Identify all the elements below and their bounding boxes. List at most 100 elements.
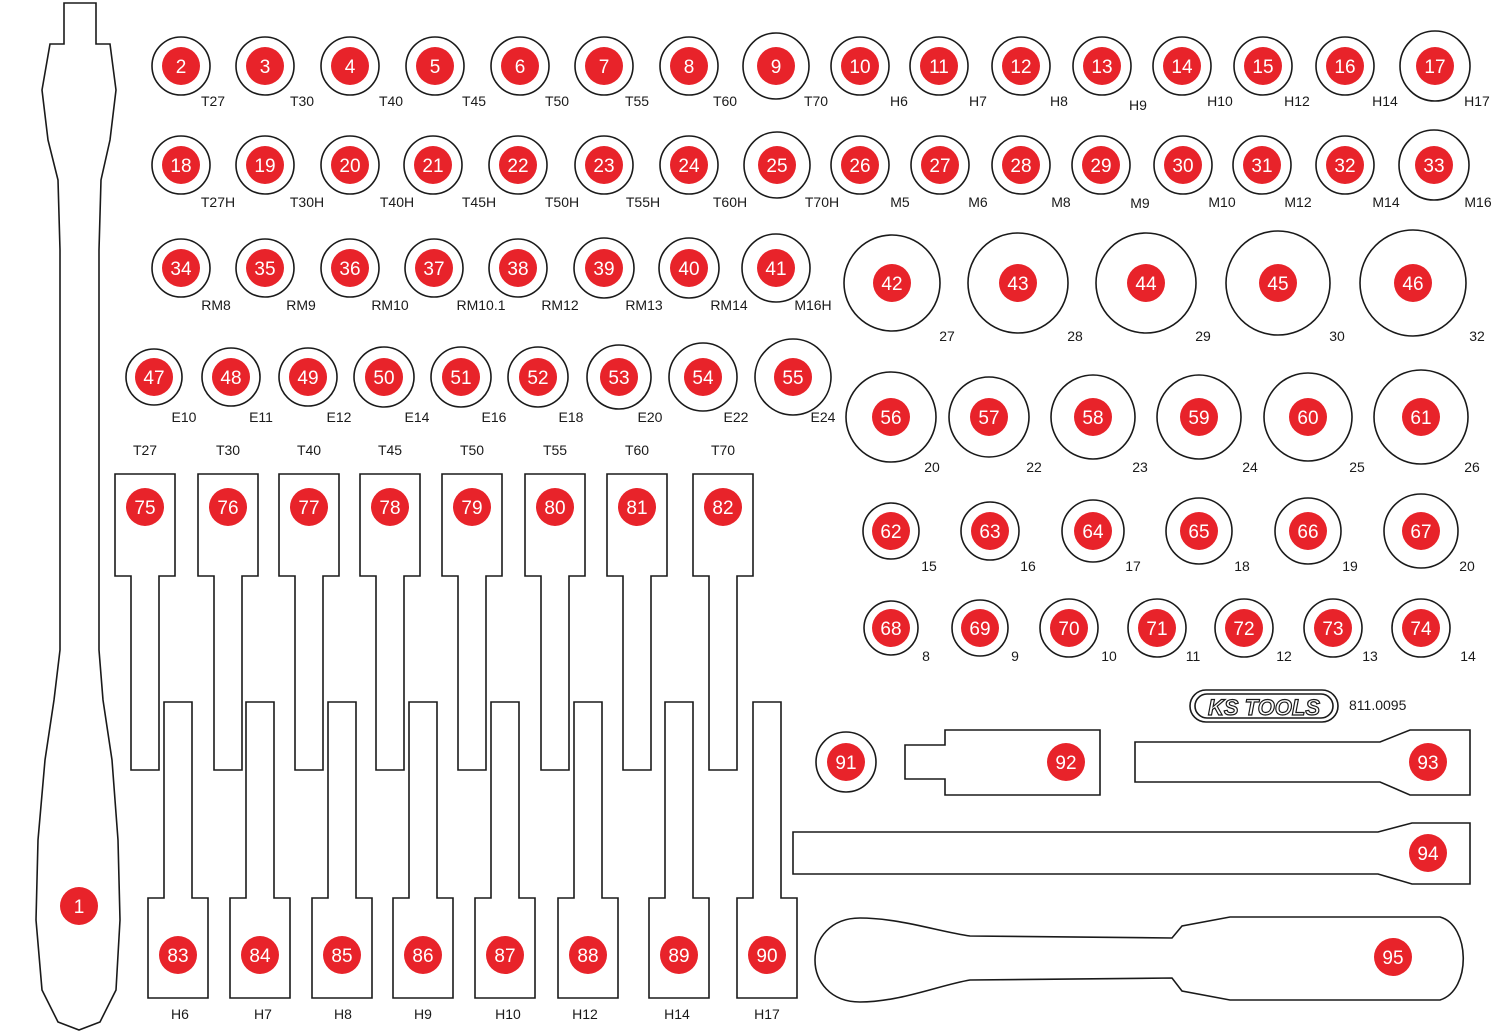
- size-label-32: M14: [1372, 194, 1399, 210]
- tool-number-17: 17: [1424, 57, 1445, 78]
- long-bit-holders-lower: [147, 701, 798, 999]
- size-label-61: 26: [1464, 459, 1480, 475]
- tool-number-52: 52: [527, 368, 548, 389]
- tool-number-55: 55: [782, 368, 803, 389]
- number-badge-46: [1394, 264, 1432, 302]
- number-badge-45: [1259, 264, 1297, 302]
- bit-holder-outline-85: [311, 701, 373, 999]
- number-badge-1: [60, 887, 98, 925]
- number-badge-52: [519, 358, 557, 396]
- tool-number-46: 46: [1402, 274, 1423, 295]
- size-label-54: E22: [724, 409, 749, 425]
- tool-number-29: 29: [1090, 156, 1111, 177]
- size-label-46: 32: [1469, 328, 1485, 344]
- size-label-9: T70: [804, 93, 828, 109]
- size-label-27: M6: [968, 194, 988, 210]
- tool-number-1: 1: [74, 897, 85, 918]
- bit-holder-outline-76: [197, 473, 259, 771]
- number-badge-10: [841, 47, 879, 85]
- size-label-15: H12: [1284, 93, 1310, 109]
- size-label-53: E20: [638, 409, 663, 425]
- tool-number-47: 47: [143, 368, 164, 389]
- number-badge-91: [827, 743, 865, 781]
- article-number: 811.0095: [1349, 697, 1407, 713]
- size-label-84: H7: [254, 1006, 272, 1022]
- number-badge-43: [999, 264, 1037, 302]
- tool-number-28: 28: [1010, 156, 1031, 177]
- number-badge-51: [442, 358, 480, 396]
- tool-number-74: 74: [1410, 619, 1432, 640]
- size-label-33: M16: [1464, 194, 1491, 210]
- number-badge-22: [499, 146, 537, 184]
- tool-number-10: 10: [849, 57, 870, 78]
- size-label-65: 18: [1234, 558, 1250, 574]
- size-label-8: T60: [713, 93, 737, 109]
- number-badge-39: [585, 249, 623, 287]
- number-badge-19: [246, 146, 284, 184]
- size-label-25: T70H: [805, 194, 839, 210]
- number-badge-84: [241, 936, 279, 974]
- bit-holder-outline-87: [474, 701, 536, 999]
- size-label-48: E11: [249, 409, 273, 425]
- number-badge-17: [1416, 47, 1454, 85]
- number-badge-68: [872, 609, 910, 647]
- size-label-21: T45H: [462, 194, 496, 210]
- number-badge-59: [1180, 398, 1218, 436]
- number-badge-49: [289, 358, 327, 396]
- size-label-39: RM13: [625, 297, 663, 313]
- tool-number-32: 32: [1334, 156, 1355, 177]
- tool-number-33: 33: [1423, 156, 1444, 177]
- size-label-20: T40H: [380, 194, 414, 210]
- tool-number-49: 49: [297, 368, 318, 389]
- size-label-5: T45: [462, 93, 486, 109]
- number-badge-18: [162, 146, 200, 184]
- number-badge-95: [1374, 938, 1412, 976]
- tool-number-35: 35: [254, 259, 275, 280]
- number-badge-50: [365, 358, 403, 396]
- number-badge-85: [323, 936, 361, 974]
- tool-number-20: 20: [339, 156, 360, 177]
- tool-number-5: 5: [430, 57, 441, 78]
- tool-number-11: 11: [929, 57, 949, 78]
- tool-number-43: 43: [1007, 274, 1028, 295]
- bit-holder-outline-75: [114, 473, 176, 771]
- number-badge-90: [748, 936, 786, 974]
- tool-92-adapter: [904, 729, 1101, 796]
- number-badge-55: [774, 358, 812, 396]
- logo-inner-frame: [1194, 693, 1334, 719]
- number-badge-92: [1047, 743, 1085, 781]
- size-label-77: T40: [297, 442, 321, 458]
- tool-number-83: 83: [167, 946, 188, 967]
- tool-number-64: 64: [1082, 522, 1104, 543]
- number-badge-80: [536, 488, 574, 526]
- tool-number-6: 6: [515, 57, 526, 78]
- tool-number-54: 54: [692, 368, 714, 389]
- tool-number-8: 8: [684, 57, 695, 78]
- tool-number-50: 50: [373, 368, 394, 389]
- tool-number-56: 56: [880, 408, 901, 429]
- size-label-13: H9: [1129, 97, 1147, 113]
- number-badge-25: [758, 146, 796, 184]
- size-label-58: 23: [1132, 459, 1148, 475]
- number-badge-21: [414, 146, 452, 184]
- size-label-26: M5: [890, 194, 910, 210]
- number-badge-7: [585, 47, 623, 85]
- number-badge-34: [162, 249, 200, 287]
- number-badge-71: [1138, 609, 1176, 647]
- tool-number-27: 27: [929, 156, 950, 177]
- tool-number-7: 7: [599, 57, 610, 78]
- size-label-18: T27H: [201, 194, 235, 210]
- size-label-3: T30: [290, 93, 314, 109]
- size-label-70: 10: [1101, 648, 1117, 664]
- number-badge-13: [1083, 47, 1121, 85]
- number-badge-60: [1289, 398, 1327, 436]
- size-label-30: M10: [1208, 194, 1235, 210]
- tool-number-63: 63: [979, 522, 1000, 543]
- number-badge-33: [1415, 146, 1453, 184]
- tool-number-14: 14: [1171, 57, 1193, 78]
- number-badge-79: [453, 488, 491, 526]
- number-badge-76: [209, 488, 247, 526]
- size-label-41: M16H: [794, 297, 831, 313]
- tool-number-45: 45: [1267, 274, 1288, 295]
- tool-number-30: 30: [1172, 156, 1193, 177]
